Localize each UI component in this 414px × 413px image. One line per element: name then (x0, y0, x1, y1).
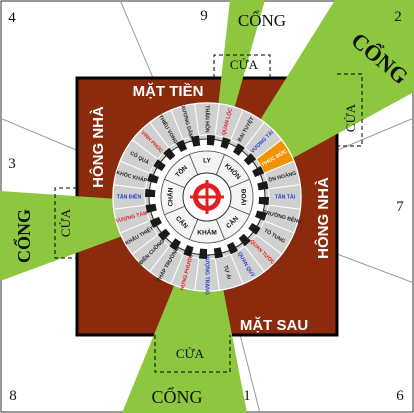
direction-number-8: 8 (9, 388, 17, 404)
compass-sector-label: TẤN ĐIỀN (117, 193, 142, 200)
tick-mark (226, 242, 238, 255)
compass-sector-label: TẤN TÀI (275, 193, 296, 200)
tick-mark (243, 153, 257, 166)
tick-mark (176, 139, 188, 152)
compass-sector-label: THÂN HÔN (204, 105, 212, 133)
tick-mark (213, 247, 224, 259)
compass-sector-label: TỰ ÁI (222, 265, 233, 281)
cua-bottom-label: CỬA (176, 346, 205, 361)
tick-mark (145, 203, 157, 214)
cua-left-label: CỬA (58, 208, 73, 237)
hong-nha-left-label: HÔNG NHÀ (89, 106, 107, 188)
tick-mark (149, 216, 162, 228)
tick-mark (257, 180, 269, 191)
tick-mark (258, 197, 269, 206)
cong-top-label: CỔNG (238, 10, 286, 30)
trigram-label: CHẤN (165, 187, 175, 206)
direction-number-9: 9 (200, 8, 208, 24)
trigram-label: LY (203, 158, 211, 165)
tick-mark (233, 143, 245, 156)
tick-mark (153, 159, 166, 171)
tick-mark (220, 137, 231, 149)
mat-tien-label: MẶT TIỀN (133, 83, 204, 100)
direction-number-4: 4 (8, 10, 16, 26)
trigram-label: KHẢM (197, 228, 217, 237)
tick-mark (157, 228, 171, 241)
tick-mark (163, 147, 176, 161)
cua-top-label: CỬA (230, 57, 259, 72)
hong-nha-right-label: HÔNG NHÀ (314, 177, 332, 259)
cong-left-label: CỔNG (13, 209, 34, 263)
mat-sau-label: MẶT SAU (240, 317, 308, 334)
direction-number-3: 3 (8, 156, 16, 172)
tick-mark (183, 245, 194, 257)
tick-mark (252, 166, 265, 178)
direction-number-7: 7 (396, 199, 404, 215)
door-boxes (54, 54, 363, 373)
tick-mark (169, 238, 181, 251)
tick-mark (248, 223, 261, 235)
cong-bottom-label: CỔNG (151, 386, 202, 407)
compass-sector (194, 102, 220, 137)
tick-mark (198, 248, 207, 259)
cua-right-label: CỬA (343, 103, 358, 132)
tick-mark (255, 210, 267, 221)
tick-mark (145, 188, 156, 197)
tick-mark (190, 135, 201, 147)
tick-mark (207, 135, 216, 146)
direction-number-2: 2 (394, 9, 402, 25)
tick-mark (147, 173, 159, 184)
direction-number-1: 1 (243, 388, 251, 404)
tick-mark (238, 233, 251, 247)
direction-number-6: 6 (396, 388, 404, 404)
compass-sector-label: VƯỢNG TRANG (204, 255, 210, 295)
trigram-label: ĐOÀI (239, 189, 248, 205)
